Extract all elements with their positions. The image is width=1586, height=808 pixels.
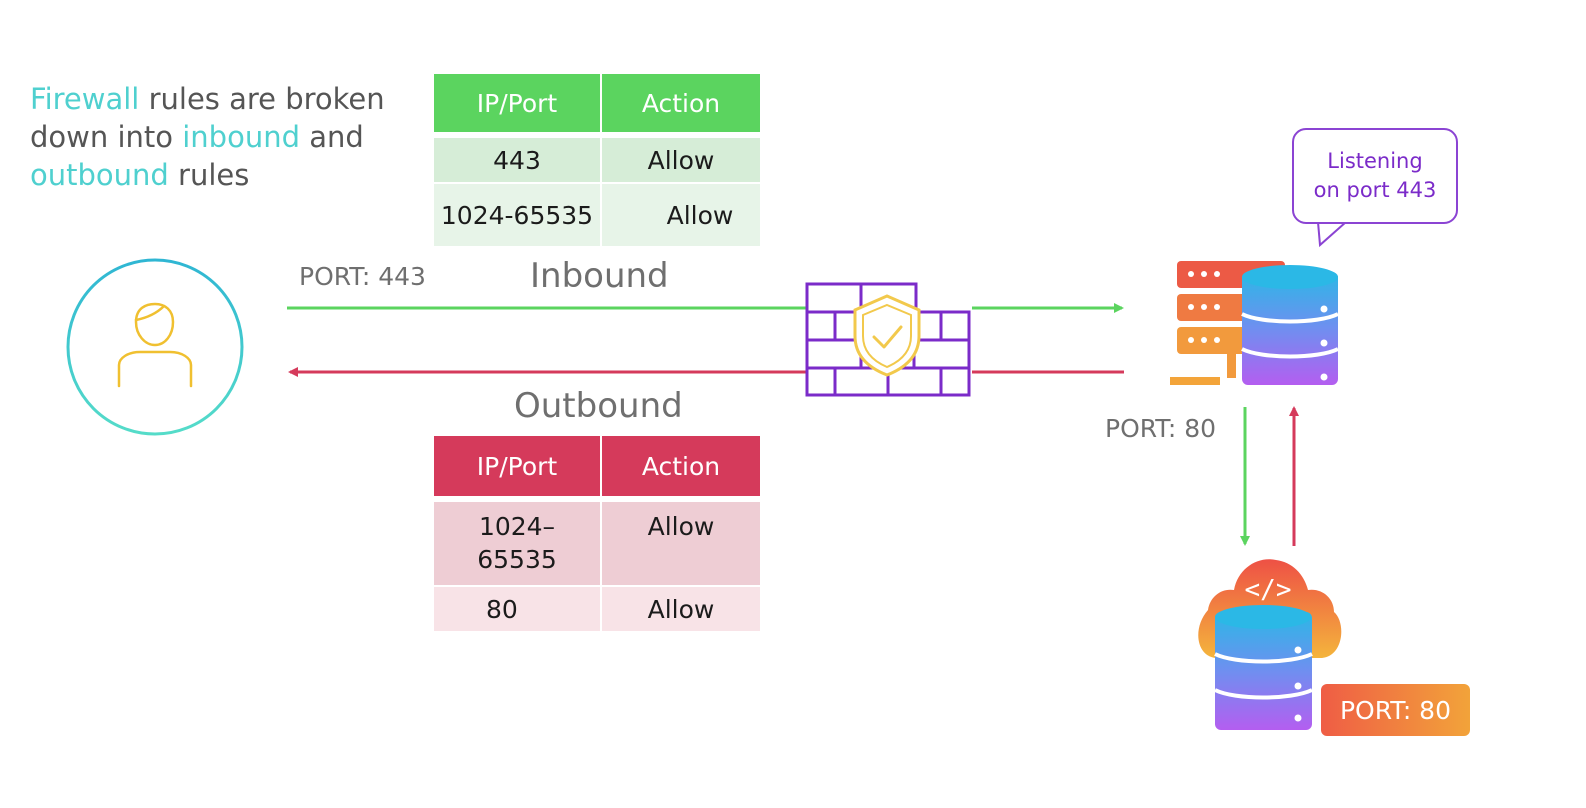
table-row: 1024-65535 Allow	[434, 184, 760, 246]
outbound-header-action: Action	[602, 436, 760, 502]
inbound-rules-table: IP/Port Action 443 Allow 1024-65535 Allo…	[434, 74, 760, 246]
inbound-cell-ip-port: 1024-65535	[434, 184, 602, 246]
outbound-header-ip-port: IP/Port	[434, 436, 602, 502]
callout-line-2: on port 443	[1313, 178, 1437, 202]
cloud-database-icon: </>	[1198, 559, 1342, 730]
port-80-badge: PORT: 80	[1321, 684, 1470, 736]
intro-firewall: Firewall	[30, 82, 140, 116]
intro-text-a: rules are broken down into	[30, 82, 385, 154]
svg-text:</>: </>	[1245, 575, 1292, 605]
inbound-cell-action: Allow	[602, 184, 760, 246]
intro-text: Firewall rules are broken down into inbo…	[30, 80, 430, 194]
firewall-icon	[805, 282, 971, 397]
callout-line-1: Listening	[1327, 149, 1423, 173]
outbound-cell-ip-port: 1024–65535	[434, 502, 602, 587]
port-80-label: PORT: 80	[1105, 414, 1217, 443]
inbound-cell-ip-port: 443	[434, 138, 602, 184]
outbound-cell-action: Allow	[602, 502, 760, 587]
callout-tail	[1317, 220, 1347, 248]
user-icon	[66, 258, 244, 436]
intro-outbound: outbound	[30, 158, 169, 192]
inbound-header-ip-port: IP/Port	[434, 74, 602, 138]
outbound-cell-action: Allow	[602, 587, 760, 631]
outbound-label: Outbound	[514, 386, 683, 426]
inbound-cell-action: Allow	[602, 138, 760, 184]
intro-text-b: and	[300, 120, 364, 154]
inbound-header-action: Action	[602, 74, 760, 138]
intro-text-c: rules	[168, 158, 250, 192]
outbound-rules-table: IP/Port Action 1024–65535 Allow 80 Allow	[434, 436, 760, 631]
intro-inbound: inbound	[182, 120, 301, 154]
inbound-label: Inbound	[530, 256, 669, 296]
server-database-icon	[1170, 261, 1339, 385]
table-row: 443 Allow	[434, 138, 760, 184]
table-row: 1024–65535 Allow	[434, 502, 760, 587]
listening-callout: Listening on port 443	[1292, 128, 1458, 224]
port-443-label: PORT: 443	[299, 262, 426, 291]
outbound-cell-ip-port: 80	[434, 587, 602, 631]
table-row: 80 Allow	[434, 587, 760, 631]
